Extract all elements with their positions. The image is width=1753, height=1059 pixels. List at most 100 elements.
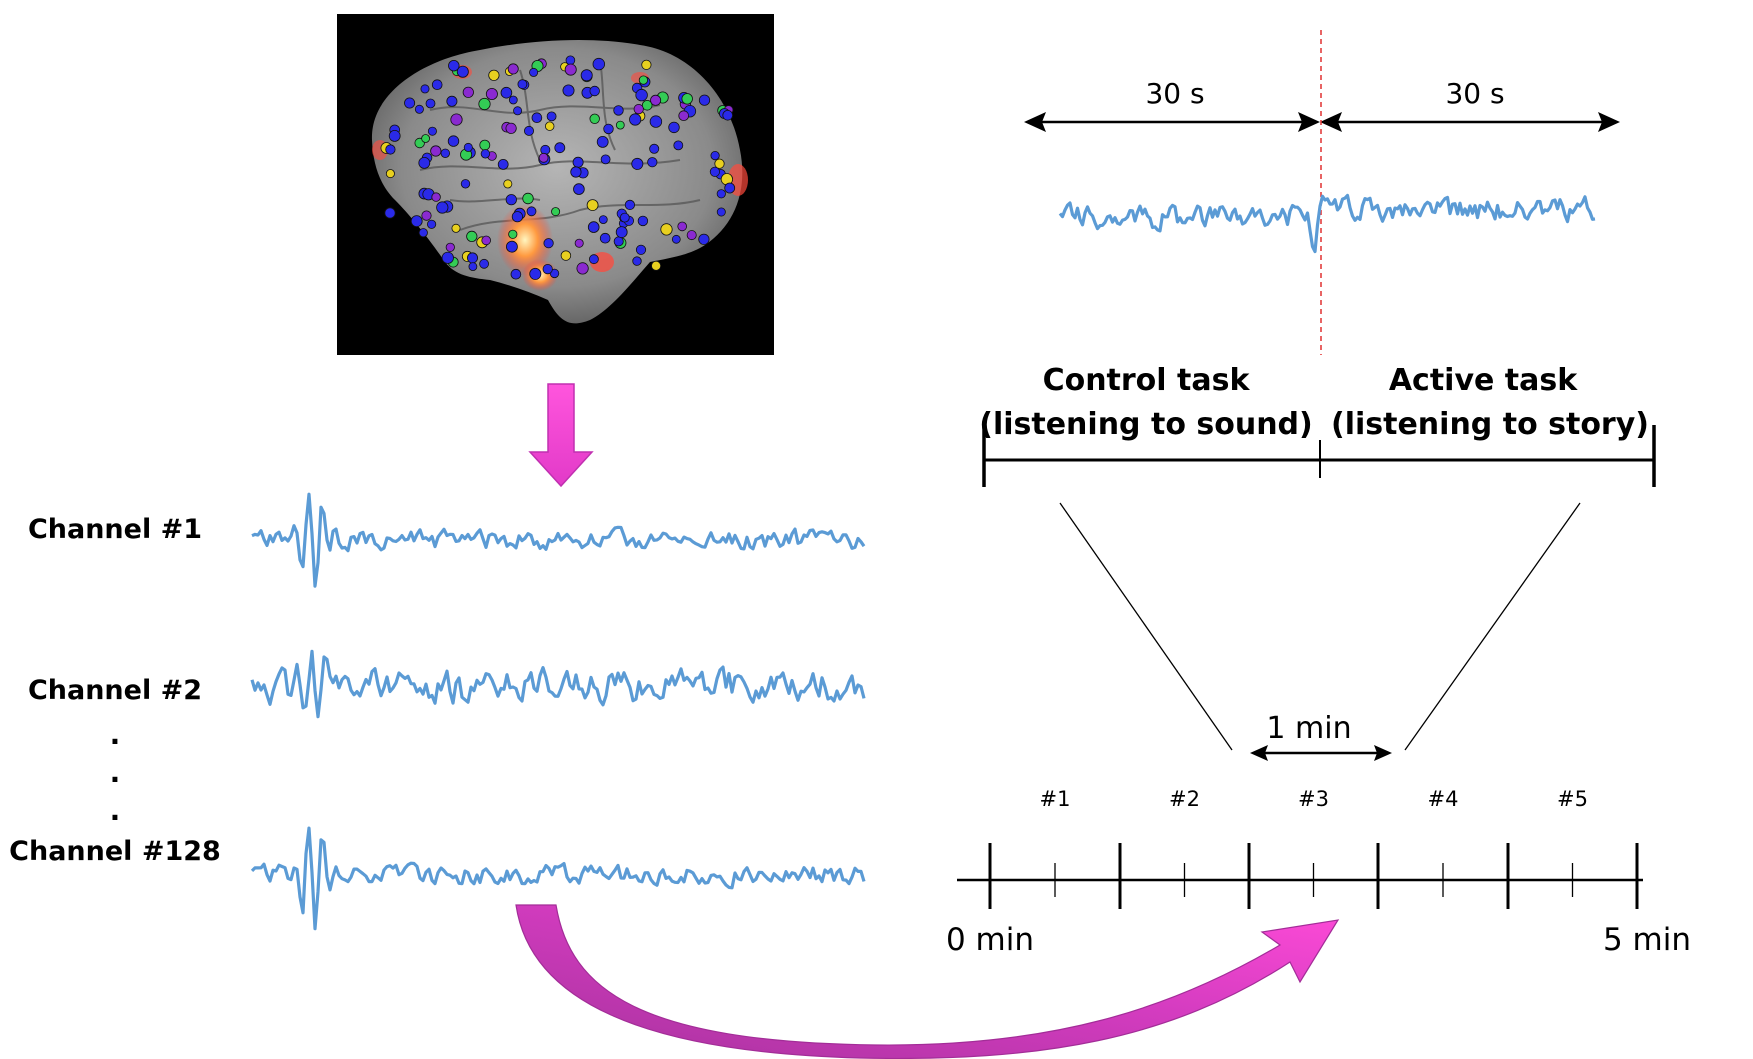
electrode-marker xyxy=(635,88,648,102)
electrode-marker xyxy=(716,189,726,199)
electrode-marker xyxy=(562,84,575,97)
active-task-title: Active task xyxy=(1389,363,1578,398)
electrode-marker xyxy=(542,263,553,275)
electrode-marker xyxy=(529,267,542,280)
electrode-marker xyxy=(447,135,460,147)
electrode-marker xyxy=(698,94,711,106)
electrode-marker xyxy=(716,207,726,217)
electrode-marker xyxy=(448,59,460,72)
electrode-marker xyxy=(466,252,478,264)
electrode-marker xyxy=(724,182,736,194)
control-task-detail: (listening to sound) xyxy=(979,407,1313,442)
electrode-marker xyxy=(479,139,491,151)
electrode-marker xyxy=(651,260,662,271)
zoom-line-left xyxy=(1059,502,1233,751)
electrode-marker xyxy=(388,129,401,142)
electrode-marker xyxy=(466,230,478,242)
electrode-marker xyxy=(603,123,614,135)
electrode-marker xyxy=(440,148,451,159)
electrode-marker xyxy=(478,97,491,111)
electrode-marker xyxy=(505,194,517,206)
electrode-marker xyxy=(517,79,528,90)
electrode-marker xyxy=(615,226,628,239)
channel-1-signal xyxy=(251,492,866,588)
electrode-marker xyxy=(576,262,589,275)
electrode-marker xyxy=(589,113,600,125)
electrode-marker xyxy=(633,104,644,115)
electrode-marker xyxy=(507,63,519,75)
electrode-marker xyxy=(649,143,660,154)
down-arrow xyxy=(528,383,594,488)
electrode-marker xyxy=(543,238,554,249)
electrode-marker xyxy=(485,88,498,101)
ellipsis-dot-3: . xyxy=(110,794,121,827)
electrode-marker xyxy=(589,254,599,265)
electrode-marker xyxy=(714,158,725,169)
electrode-marker xyxy=(385,144,396,155)
duration-arrow-left xyxy=(1024,112,1320,132)
channel-label-128: Channel #128 xyxy=(9,836,221,867)
electrode-marker xyxy=(681,93,693,105)
timeline-start-label: 0 min xyxy=(946,922,1034,958)
block-length-arrow xyxy=(1250,745,1392,761)
duration-label-right: 30 s xyxy=(1445,77,1504,110)
electrode-marker xyxy=(426,219,437,229)
electrode-marker xyxy=(425,98,436,109)
electrode-marker xyxy=(427,126,437,136)
channel-2-signal xyxy=(250,649,866,719)
ellipsis-dot-1: . xyxy=(110,718,121,751)
electrode-marker xyxy=(510,268,522,280)
timeline-block-label: #3 xyxy=(1298,787,1329,811)
electrode-marker xyxy=(615,120,625,130)
segment-signal xyxy=(1058,193,1596,254)
electrode-marker xyxy=(632,256,642,266)
electrode-marker xyxy=(565,55,576,66)
electrode-marker xyxy=(649,115,663,128)
electrode-marker xyxy=(573,183,585,195)
electrode-marker xyxy=(404,97,416,109)
electrode-marker xyxy=(574,238,584,248)
electrode-marker xyxy=(526,206,537,217)
electrode-marker xyxy=(631,157,644,170)
electrode-marker xyxy=(418,228,428,238)
electrode-marker xyxy=(513,106,523,116)
electrode-marker xyxy=(451,223,461,233)
electrode-marker xyxy=(420,84,430,94)
brain-electrode-image xyxy=(337,14,774,355)
electrode-marker xyxy=(462,86,474,98)
ellipsis-dot-2: . xyxy=(110,756,121,789)
electrode-marker xyxy=(540,144,551,155)
channel-128-signal xyxy=(250,826,866,931)
electrode-marker xyxy=(722,110,733,121)
electrode-marker xyxy=(598,215,608,225)
electrode-marker xyxy=(450,113,463,126)
electrode-marker xyxy=(624,199,636,210)
electrode-marker xyxy=(505,122,517,134)
electrode-marker xyxy=(629,113,642,126)
electrode-marker xyxy=(600,154,611,165)
channel-label-2: Channel #2 xyxy=(28,675,202,706)
electrode-marker xyxy=(529,67,539,77)
electrode-marker xyxy=(384,207,396,219)
electrode-marker xyxy=(431,192,441,202)
electrode-marker xyxy=(678,110,689,121)
electrode-marker xyxy=(671,234,681,244)
electrode-marker xyxy=(613,105,624,116)
electrode-marker xyxy=(441,251,454,264)
electrode-marker xyxy=(421,210,432,221)
electrode-marker xyxy=(445,242,455,252)
electrode-marker xyxy=(641,100,653,111)
timeline-block-label: #4 xyxy=(1428,787,1459,811)
electrode-marker xyxy=(505,240,518,253)
duration-label-left: 30 s xyxy=(1145,77,1204,110)
electrode-marker xyxy=(511,211,524,223)
electrode-marker xyxy=(430,145,442,157)
electrode-marker xyxy=(677,221,687,232)
electrode-marker xyxy=(410,215,423,228)
electrode-marker xyxy=(599,232,611,244)
electrode-marker xyxy=(414,104,424,114)
electrode-marker xyxy=(538,152,549,163)
electrode-marker xyxy=(508,95,518,105)
timeline-block-label: #1 xyxy=(1040,787,1071,811)
